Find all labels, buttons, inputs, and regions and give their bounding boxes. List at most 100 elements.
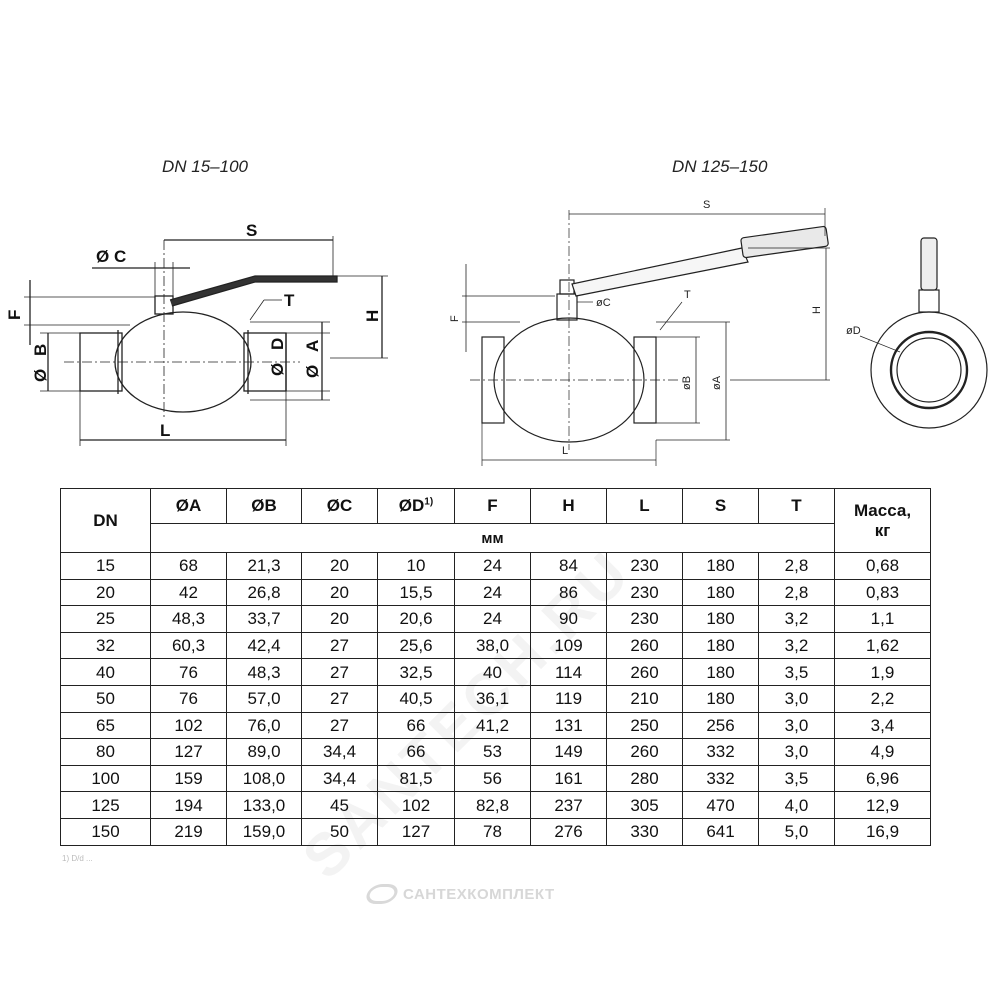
header-f: F — [454, 488, 531, 524]
table-cell: 180 — [682, 605, 759, 633]
header-b: ØB — [226, 488, 302, 524]
table-cell: 1,9 — [834, 658, 931, 686]
header-a: ØA — [150, 488, 227, 524]
table-cell: 86 — [530, 578, 607, 607]
caption-dn15-100: DN 15–100 — [162, 157, 249, 176]
table-cell: 5,0 — [758, 817, 835, 846]
table-cell: 20 — [60, 578, 151, 607]
table-cell: 2,2 — [834, 684, 931, 713]
table-cell: 260 — [606, 738, 683, 766]
table-cell: 34,4 — [301, 764, 378, 793]
header-d: ØD1) — [377, 488, 455, 524]
dim-label-b: B — [31, 344, 50, 356]
table-cell: 180 — [682, 578, 759, 607]
table-cell: 332 — [682, 764, 759, 793]
table-cell: 45 — [301, 791, 378, 819]
table-cell: 68 — [150, 552, 227, 580]
valve-handle — [169, 275, 338, 307]
table-cell: 180 — [682, 658, 759, 686]
dim-label-h-right: H — [811, 306, 823, 314]
table-cell: 641 — [682, 817, 759, 846]
dim-label-d: D — [268, 338, 287, 350]
table-cell: 24 — [454, 605, 531, 633]
dim-label-t-right: T — [684, 289, 691, 301]
table-cell: 305 — [606, 791, 683, 819]
table-cell: 15,5 — [377, 578, 455, 607]
spec-table: DN ØA ØB ØC ØD1) F H L S T Масса, кг мм … — [60, 488, 931, 846]
table-cell: 114 — [530, 658, 607, 686]
table-cell: 180 — [682, 684, 759, 713]
table-cell: 119 — [530, 684, 607, 713]
table-cell: 102 — [150, 711, 227, 740]
table-cell: 0,83 — [834, 578, 931, 607]
table-cell: 127 — [377, 817, 455, 846]
table-cell: 42,4 — [226, 631, 302, 660]
side-view-outer — [870, 311, 988, 429]
unit-cell: мм — [150, 523, 835, 553]
table-cell: 230 — [606, 552, 683, 580]
table-cell: 1,1 — [834, 605, 931, 633]
table-cell: 149 — [530, 738, 607, 766]
dim-label-l: L — [160, 421, 170, 440]
dim-label-s-right: S — [703, 199, 710, 211]
table-cell: 230 — [606, 578, 683, 607]
table-cell: 133,0 — [226, 791, 302, 819]
dim-label-a: A — [303, 340, 322, 352]
table-cell: 20 — [301, 605, 378, 633]
table-cell: 78 — [454, 817, 531, 846]
table-cell: 260 — [606, 658, 683, 686]
table-cell: 65 — [60, 711, 151, 740]
diameter-symbol-d: Ø — [268, 363, 287, 376]
table-cell: 15 — [60, 552, 151, 580]
table-cell: 40,5 — [377, 684, 455, 713]
table-cell: 159,0 — [226, 817, 302, 846]
table-cell: 56 — [454, 764, 531, 793]
brand-mark: САНТЕХКОМПЛЕКТ — [363, 884, 555, 904]
table-cell: 27 — [301, 684, 378, 713]
header-mass-line2: кг — [874, 520, 891, 540]
table-cell: 25 — [60, 605, 151, 633]
table-cell: 6,96 — [834, 764, 931, 793]
header-t: T — [758, 488, 835, 524]
caption-dn125-150: DN 125–150 — [672, 157, 768, 176]
table-cell: 57,0 — [226, 684, 302, 713]
table-cell: 109 — [530, 631, 607, 660]
table-cell: 82,8 — [454, 791, 531, 819]
table-cell: 80 — [60, 738, 151, 766]
table-cell: 76,0 — [226, 711, 302, 740]
table-cell: 60,3 — [150, 631, 227, 660]
footnote: 1) D/d ... — [62, 854, 93, 863]
table-cell: 24 — [454, 578, 531, 607]
table-cell: 180 — [682, 631, 759, 660]
table-cell: 4,9 — [834, 738, 931, 766]
table-cell: 76 — [150, 658, 227, 686]
table-cell: 36,1 — [454, 684, 531, 713]
table-cell: 3,2 — [758, 605, 835, 633]
table-cell: 40 — [60, 658, 151, 686]
header-mass: Масса, кг — [834, 488, 931, 553]
diameter-symbol-b: Ø — [31, 369, 50, 382]
table-cell: 32,5 — [377, 658, 455, 686]
table-cell: 66 — [377, 711, 455, 740]
table-cell: 3,4 — [834, 711, 931, 740]
header-d-footnote: 1) — [424, 496, 434, 508]
table-cell: 48,3 — [150, 605, 227, 633]
table-cell: 470 — [682, 791, 759, 819]
table-cell: 20,6 — [377, 605, 455, 633]
table-cell: 89,0 — [226, 738, 302, 766]
table-cell: 280 — [606, 764, 683, 793]
table-cell: 34,4 — [301, 738, 378, 766]
table-cell: 127 — [150, 738, 227, 766]
table-cell: 125 — [60, 791, 151, 819]
dim-label-f-right: F — [449, 315, 461, 322]
table-cell: 48,3 — [226, 658, 302, 686]
